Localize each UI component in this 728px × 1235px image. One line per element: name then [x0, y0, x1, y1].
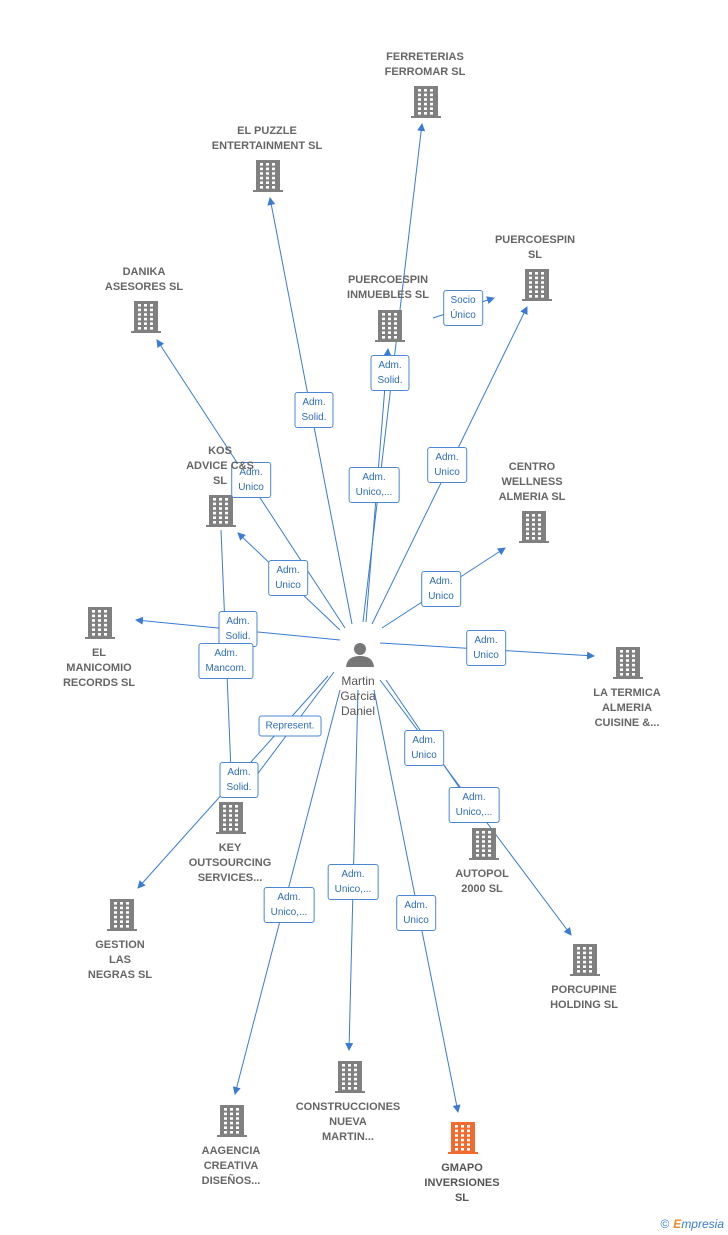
node-label-key[interactable]: KEY OUTSOURCING SERVICES... — [188, 842, 272, 884]
edge-label[interactable]: Represent. — [258, 715, 322, 737]
building-icon[interactable] — [570, 944, 600, 976]
edge-label[interactable]: Adm. Unico,... — [263, 887, 315, 923]
node-label-el-puzzle[interactable]: EL PUZZLE ENTERTAINMENT SL — [211, 125, 323, 152]
node-label-ferreterias[interactable]: FERRETERIAS FERROMAR SL — [384, 51, 466, 78]
node-label-puercoespin-sl[interactable]: PUERCOESPIN SL — [494, 234, 576, 261]
building-icon[interactable] — [335, 1061, 365, 1093]
building-icon[interactable] — [469, 828, 499, 860]
building-icon[interactable] — [253, 160, 283, 192]
edge-label[interactable]: Adm. Solid. — [294, 392, 334, 428]
brand-logo[interactable]: ©Empresia — [660, 1217, 724, 1231]
edge-label[interactable]: Adm. Solid. — [218, 611, 258, 647]
edge-label[interactable]: Adm. Unico — [268, 560, 308, 596]
building-icon[interactable] — [206, 495, 236, 527]
node-label-gestion[interactable]: GESTION LAS NEGRAS SL — [87, 939, 153, 981]
edge-label[interactable]: Adm. Solid. — [370, 355, 410, 391]
building-icon[interactable] — [85, 607, 115, 639]
node-label-porcupine[interactable]: PORCUPINE HOLDING SL — [550, 984, 618, 1011]
node-label-danika[interactable]: DANIKA ASESORES SL — [104, 266, 184, 293]
person-name[interactable]: Martin Garcia Daniel — [340, 674, 376, 718]
edge-label[interactable]: Adm. Unico — [231, 462, 271, 498]
edge-label[interactable]: Adm. Unico — [404, 730, 444, 766]
node-label-aagencia[interactable]: AAGENCIA CREATIVA DISEÑOS... — [201, 1145, 261, 1187]
building-icon[interactable] — [107, 899, 137, 931]
edge-label[interactable]: Adm. Unico — [396, 895, 436, 931]
building-icon[interactable] — [613, 647, 643, 679]
edge-label[interactable]: Adm. Unico — [427, 447, 467, 483]
node-label-kos[interactable]: KOS ADVICE C&S SL — [186, 445, 254, 487]
edge-label[interactable]: Adm. Solid. — [219, 762, 259, 798]
node-label-gmapo[interactable]: GMAPO INVERSIONES SL — [424, 1162, 500, 1204]
node-label-centro[interactable]: CENTRO WELLNESS ALMERIA SL — [498, 461, 566, 503]
building-icon[interactable] — [216, 802, 246, 834]
node-label-construcciones[interactable]: CONSTRUCCIONES NUEVA MARTIN... — [295, 1101, 401, 1143]
building-icon[interactable] — [522, 269, 552, 301]
node-label-manicomio[interactable]: EL MANICOMIO RECORDS SL — [62, 647, 136, 689]
node-label-termica[interactable]: LA TERMICA ALMERIA CUISINE &... — [593, 687, 661, 729]
nodes-layer — [85, 86, 643, 1154]
node-label-autopol[interactable]: AUTOPOL 2000 SL — [455, 868, 509, 895]
brand-name: mpresia — [681, 1217, 724, 1231]
edge-label[interactable]: Adm. Unico,... — [327, 864, 379, 900]
building-icon[interactable] — [217, 1105, 247, 1137]
edge-label[interactable]: Adm. Unico — [466, 630, 506, 666]
building-icon[interactable] — [519, 511, 549, 543]
building-icon[interactable] — [448, 1122, 478, 1154]
building-icon[interactable] — [411, 86, 441, 118]
building-icon[interactable] — [131, 301, 161, 333]
node-label-puercoespin-inm[interactable]: PUERCOESPIN INMUEBLES SL — [347, 274, 429, 301]
brand-first-letter: E — [673, 1217, 682, 1231]
edge-label[interactable]: Adm. Unico,... — [348, 467, 400, 503]
edge-label[interactable]: Adm. Unico — [421, 571, 461, 607]
person-icon[interactable] — [346, 643, 374, 667]
building-icon[interactable] — [375, 310, 405, 342]
edge-label[interactable]: Adm. Mancom. — [198, 643, 254, 679]
edge-label[interactable]: Adm. Unico,... — [448, 787, 500, 823]
edge-label[interactable]: Socio Único — [443, 290, 483, 326]
copyright-symbol: © — [660, 1217, 670, 1231]
